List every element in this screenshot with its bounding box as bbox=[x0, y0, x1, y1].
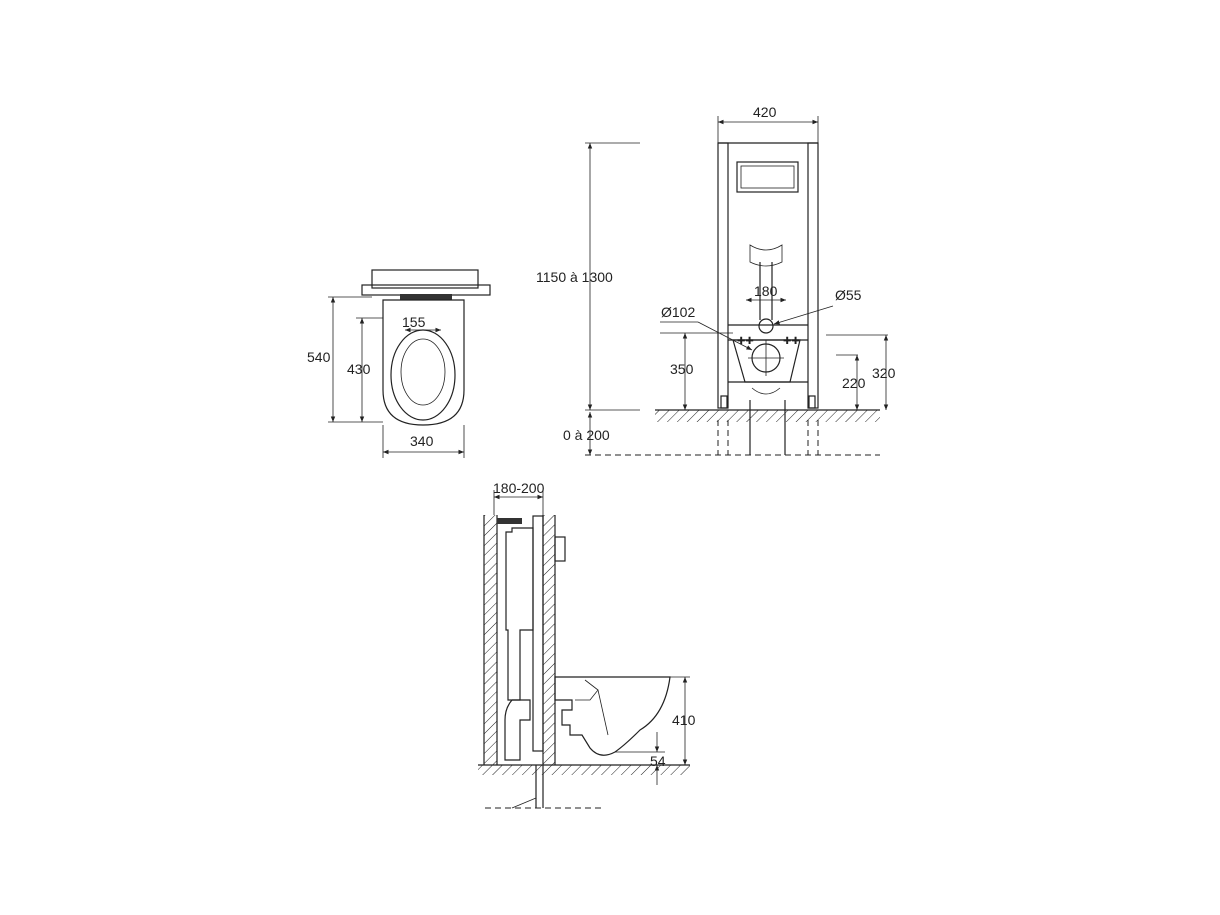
label-leg-adjustment: 0 à 200 bbox=[563, 427, 610, 443]
floor-hatch-side bbox=[478, 765, 690, 775]
label-inlet-height-high: 320 bbox=[872, 365, 896, 381]
top-view: 540 430 155 340 bbox=[307, 269, 491, 458]
svg-text:✚✚: ✚✚ bbox=[737, 336, 754, 347]
label-inlet-diameter: Ø55 bbox=[835, 287, 862, 303]
frame-post-left bbox=[717, 142, 729, 409]
cistern-top bbox=[371, 269, 479, 289]
label-bolt-spacing: 180 bbox=[754, 283, 778, 299]
frame-post-right bbox=[807, 142, 819, 409]
label-drain-height: 350 bbox=[670, 361, 694, 377]
label-depth-bowl: 430 bbox=[347, 361, 371, 377]
bowl-inner bbox=[400, 338, 446, 406]
flush-button-side bbox=[554, 536, 566, 562]
label-fixing-spacing: 155 bbox=[402, 314, 426, 330]
frame-side bbox=[532, 515, 544, 752]
flush-plate bbox=[736, 161, 799, 193]
label-wall-depth: 180-200 bbox=[493, 480, 545, 496]
label-inlet-height-low: 220 bbox=[842, 375, 866, 391]
bowl-outline bbox=[382, 299, 465, 426]
front-wall bbox=[543, 515, 555, 765]
toilet-bowl-side bbox=[554, 676, 671, 756]
floor-hatch bbox=[655, 410, 880, 422]
label-frame-height: 1150 à 1300 bbox=[536, 269, 613, 285]
label-bowl-clearance: 54 bbox=[650, 753, 666, 769]
label-drain-diameter: Ø102 bbox=[661, 304, 695, 320]
label-depth-total: 540 bbox=[307, 349, 331, 365]
connector bbox=[400, 294, 452, 300]
label-bowl-height: 410 bbox=[672, 712, 696, 728]
water-inlet bbox=[758, 318, 774, 334]
rear-wall bbox=[484, 515, 497, 765]
seat-opening bbox=[390, 329, 456, 421]
label-width: 340 bbox=[410, 433, 434, 449]
front-view: ✚✚ ✚✚ 420 1150 à 1300 0 à 200 180 Ø55 Ø1… bbox=[536, 104, 896, 456]
side-view: 180-200 410 54 bbox=[478, 480, 696, 809]
mounting-bracket bbox=[361, 284, 491, 296]
svg-text:✚✚: ✚✚ bbox=[783, 336, 800, 347]
label-frame-width: 420 bbox=[753, 104, 777, 120]
cistern-side bbox=[505, 527, 534, 701]
